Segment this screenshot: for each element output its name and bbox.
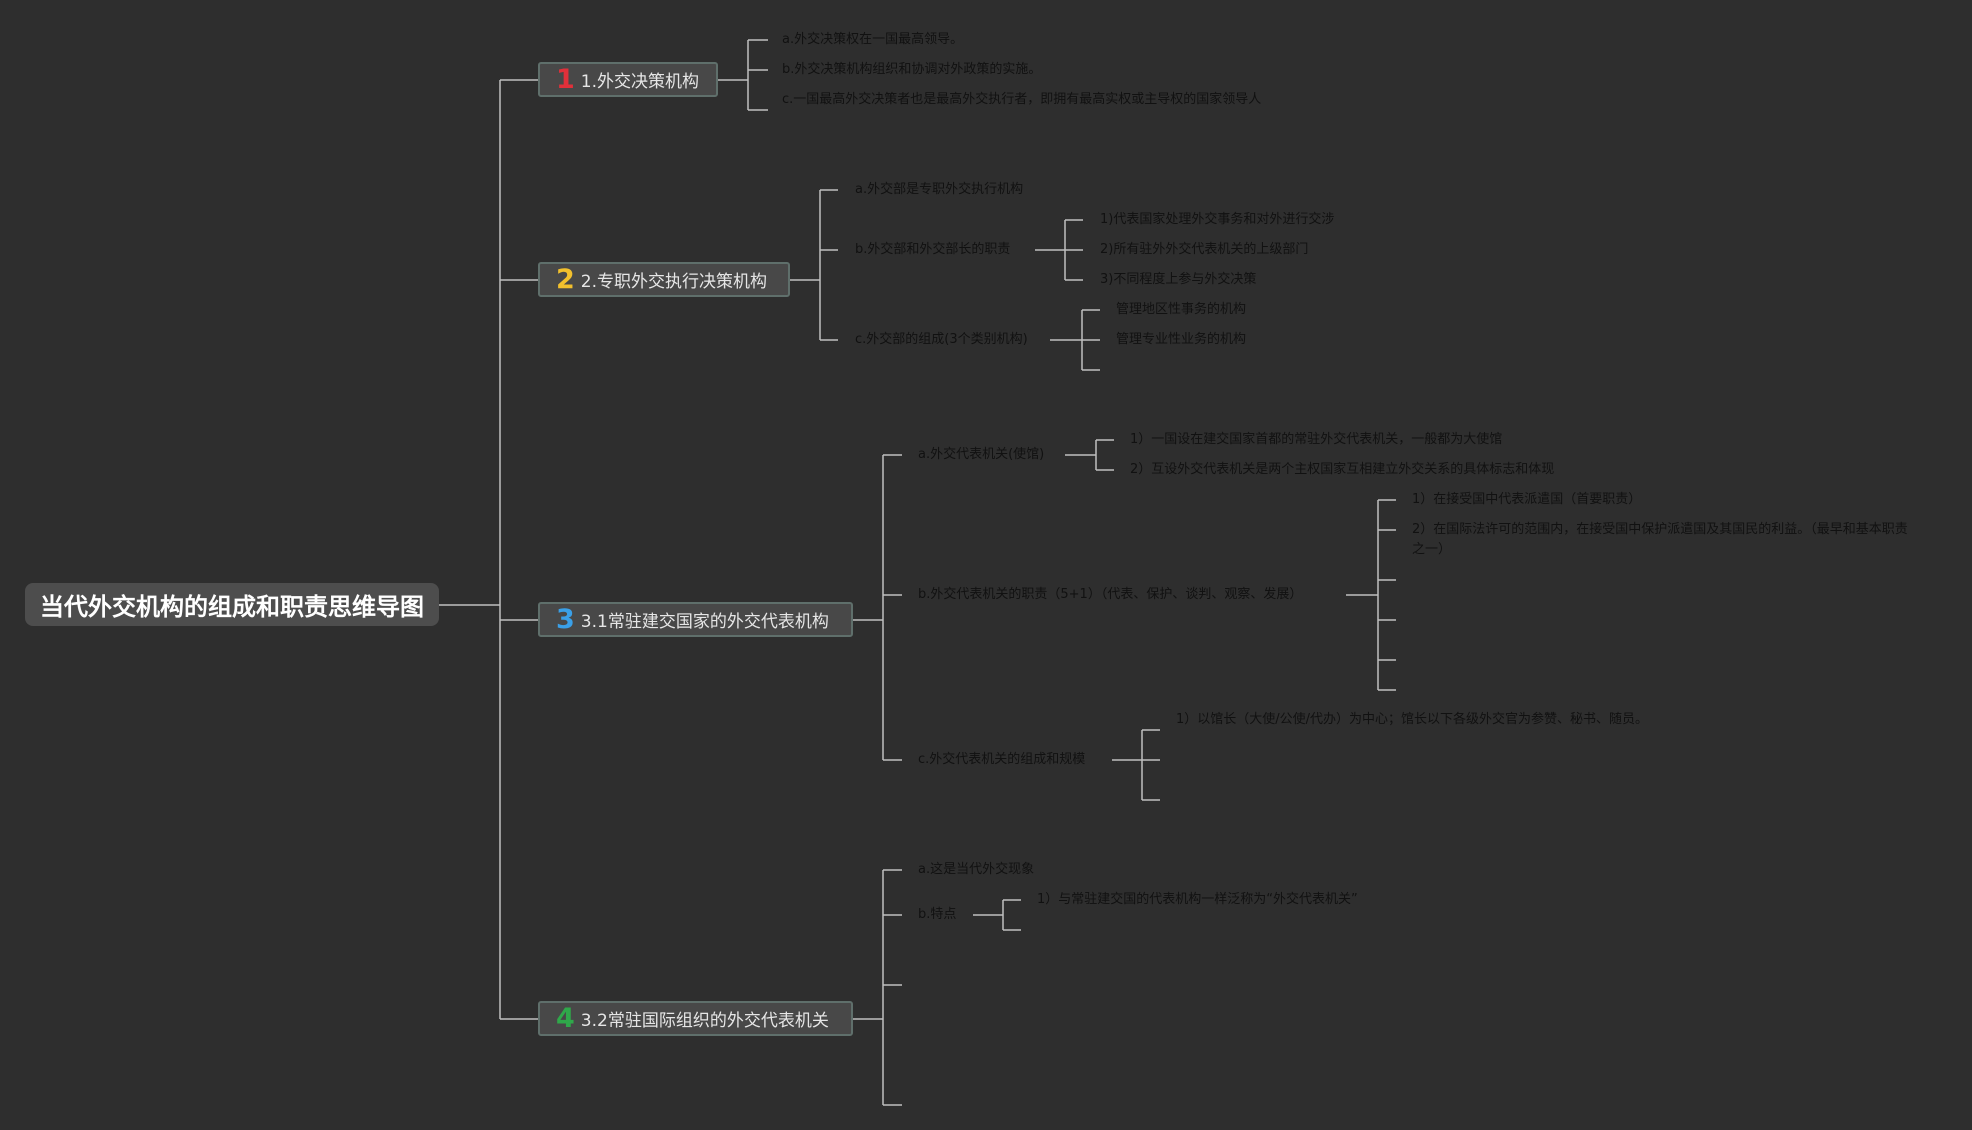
leaf-3b-1[interactable]: 1）在接受国中代表派遣国（首要职责） [1412, 492, 1642, 507]
leaf-1b[interactable]: b.外交决策机构组织和协调对外政策的实施。 [782, 62, 1042, 77]
number-1-icon: 1 [556, 64, 575, 95]
leaf-3a-1[interactable]: 1）一国设在建交国家首都的常驻外交代表机关，一般都为大使馆 [1130, 432, 1503, 447]
leaf-3c-1[interactable]: 1）以馆长（大使/公使/代办）为中心；馆长以下各级外交官为参赞、秘书、随员。 [1176, 712, 1649, 727]
topic-executive-body[interactable]: 2 2.专职外交执行决策机构 [538, 262, 790, 297]
number-3-icon: 3 [556, 604, 575, 635]
leaf-2b-3[interactable]: 3)不同程度上参与外交决策 [1100, 272, 1257, 287]
leaf-2c-1[interactable]: 管理地区性事务的机构 [1116, 302, 1247, 317]
leaf-3c[interactable]: c.外交代表机关的组成和规模 [918, 752, 1086, 767]
leaf-2b-2[interactable]: 2)所有驻外外交代表机关的上级部门 [1100, 242, 1309, 257]
topic-embassy-bodies[interactable]: 3 3.1常驻建交国家的外交代表机构 [538, 602, 853, 637]
leaf-2b-1[interactable]: 1)代表国家处理外交事务和对外进行交涉 [1100, 212, 1335, 227]
number-4-icon: 4 [556, 1003, 575, 1034]
leaf-2c[interactable]: c.外交部的组成(3个类别机构) [855, 332, 1028, 347]
leaf-3a[interactable]: a.外交代表机关(使馆) [918, 447, 1045, 462]
leaf-1a[interactable]: a.外交决策权在一国最高领导。 [782, 32, 964, 47]
leaf-3b[interactable]: b.外交代表机关的职责（5+1）（代表、保护、谈判、观察、发展） [918, 587, 1303, 602]
leaf-1c[interactable]: c.一国最高外交决策者也是最高外交执行者，即拥有最高实权或主导权的国家领导人 [782, 92, 1262, 107]
leaf-2a[interactable]: a.外交部是专职外交执行机构 [855, 182, 1024, 197]
topic-label: 1.外交决策机构 [580, 72, 700, 92]
leaf-2c-2[interactable]: 管理专业性业务的机构 [1116, 332, 1247, 347]
topic-intl-org-missions[interactable]: 4 3.2常驻国际组织的外交代表机关 [538, 1001, 853, 1036]
leaf-4a[interactable]: a.这是当代外交现象 [918, 862, 1035, 877]
leaf-4b-1[interactable]: 1）与常驻建交国的代表机构一样泛称为“外交代表机关” [1037, 892, 1358, 907]
leaf-3b-2[interactable]: 2）在国际法许可的范围内，在接受国中保护派遣国及其国民的利益。（最早和基本职责之… [1412, 522, 1908, 557]
root-topic[interactable]: 当代外交机构的组成和职责思维导图 [25, 583, 439, 626]
number-2-icon: 2 [556, 264, 575, 295]
topic-label: 2.专职外交执行决策机构 [580, 272, 768, 292]
topic-label: 3.1常驻建交国家的外交代表机构 [580, 612, 829, 632]
leaf-3a-2[interactable]: 2）互设外交代表机关是两个主权国家互相建立外交关系的具体标志和体现 [1130, 462, 1555, 477]
leaf-4b[interactable]: b.特点 [918, 907, 957, 922]
topic-decision-body[interactable]: 1 1.外交决策机构 [538, 62, 718, 97]
topic-label: 3.2常驻国际组织的外交代表机关 [580, 1011, 829, 1031]
leaf-2b[interactable]: b.外交部和外交部长的职责 [855, 242, 1011, 257]
